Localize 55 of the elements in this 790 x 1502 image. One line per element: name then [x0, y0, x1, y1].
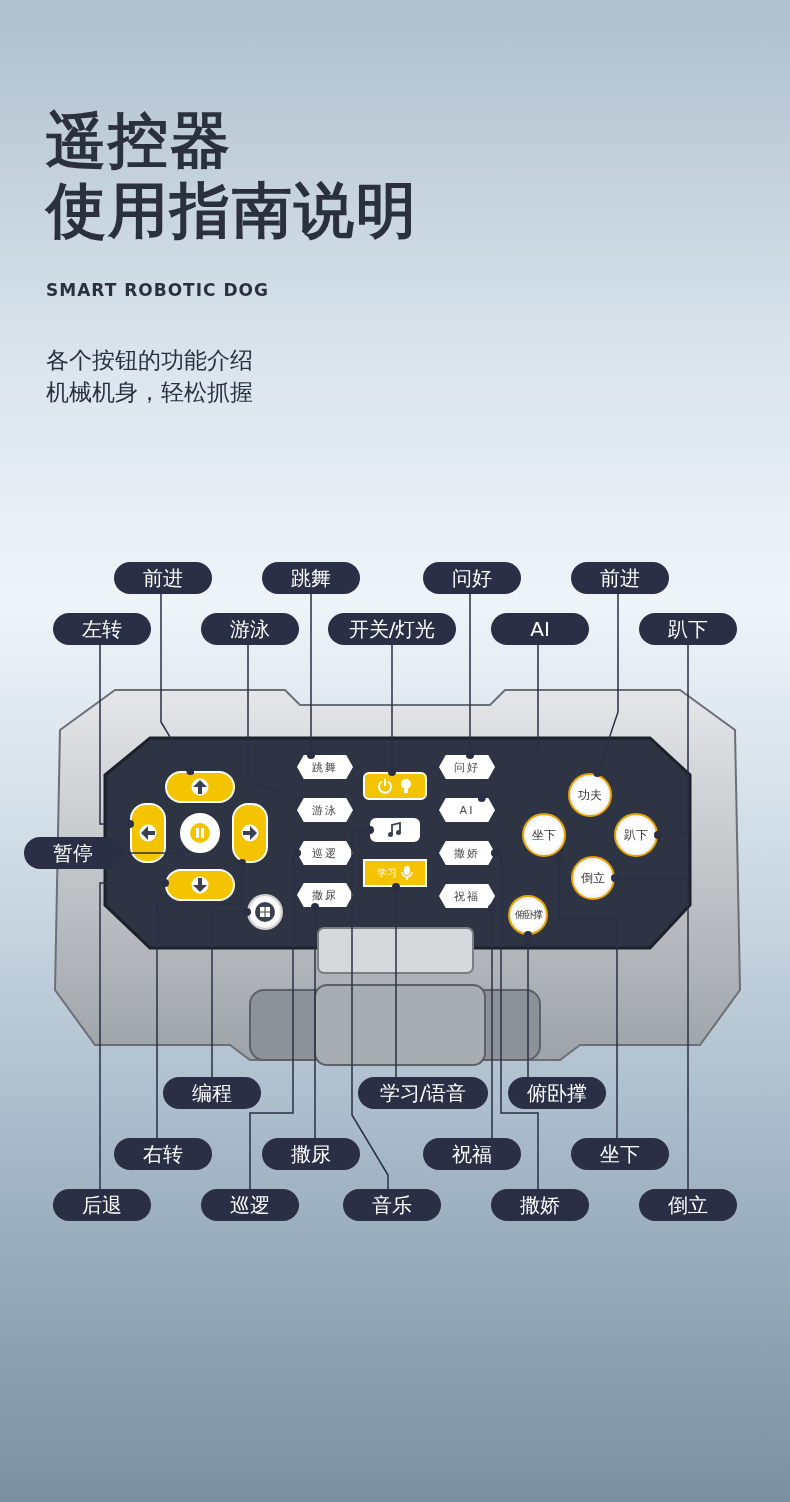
leader-line	[156, 859, 246, 1139]
callout-label: 学习/语音	[358, 1077, 488, 1109]
leader-line	[466, 593, 474, 759]
callout-label: 祝福	[423, 1138, 521, 1170]
callout-label: 左转	[53, 613, 151, 645]
callout-label: 右转	[114, 1138, 212, 1170]
leader-line	[392, 883, 400, 1078]
callout-label: AI	[491, 613, 589, 645]
remote-button: 游泳	[297, 798, 353, 822]
leader-line	[307, 593, 315, 759]
callout-label: 前进	[114, 562, 212, 594]
callout-label: 坐下	[571, 1138, 669, 1170]
leader-line	[477, 644, 539, 802]
leader-line	[99, 644, 134, 828]
callout-label: 编程	[163, 1077, 261, 1109]
callout-label: 撒尿	[262, 1138, 360, 1170]
remote-button	[165, 869, 235, 901]
remote-button	[370, 818, 420, 842]
callout-label: 趴下	[639, 613, 737, 645]
leader-line	[555, 853, 618, 1139]
callout-label: 跳舞	[262, 562, 360, 594]
callout-label: 撒娇	[491, 1189, 589, 1221]
intro-text: 机械机身，轻松抓握	[46, 378, 253, 407]
leader-line	[388, 644, 396, 776]
leader-line	[160, 593, 195, 775]
remote-button: 学习	[363, 859, 427, 887]
callout-label: 问好	[423, 562, 521, 594]
callout-label: 暂停	[24, 837, 122, 869]
remote-button: 祝福	[439, 884, 495, 908]
leader-line	[99, 879, 169, 1190]
leader-line	[611, 874, 689, 1190]
leader-line	[351, 826, 389, 1190]
callout-label: 俯卧撑	[508, 1077, 606, 1109]
leader-line	[249, 849, 301, 1190]
callout-label: 后退	[53, 1189, 151, 1221]
subtitle: SMART ROBOTIC DOG	[46, 280, 269, 300]
callout-label: 巡逻	[201, 1189, 299, 1221]
leader-line	[211, 908, 251, 1078]
leader-line	[654, 644, 689, 839]
remote-button	[232, 803, 268, 863]
callout-label: 游泳	[201, 613, 299, 645]
leader-line	[491, 849, 539, 1190]
callout-label: 倒立	[639, 1189, 737, 1221]
remote-button	[165, 771, 235, 803]
title: 遥控器	[46, 105, 232, 175]
callout-label: 前进	[571, 562, 669, 594]
subtitle: 使用指南说明	[46, 175, 418, 245]
remote-button	[363, 772, 427, 800]
leader-line	[311, 903, 319, 1139]
leader-line	[593, 593, 619, 777]
leader-line	[488, 904, 496, 1139]
leader-line	[524, 931, 532, 1078]
callout-label: 开关/灯光	[328, 613, 456, 645]
callout-label: 音乐	[343, 1189, 441, 1221]
intro-text: 各个按钮的功能介绍	[46, 346, 253, 375]
